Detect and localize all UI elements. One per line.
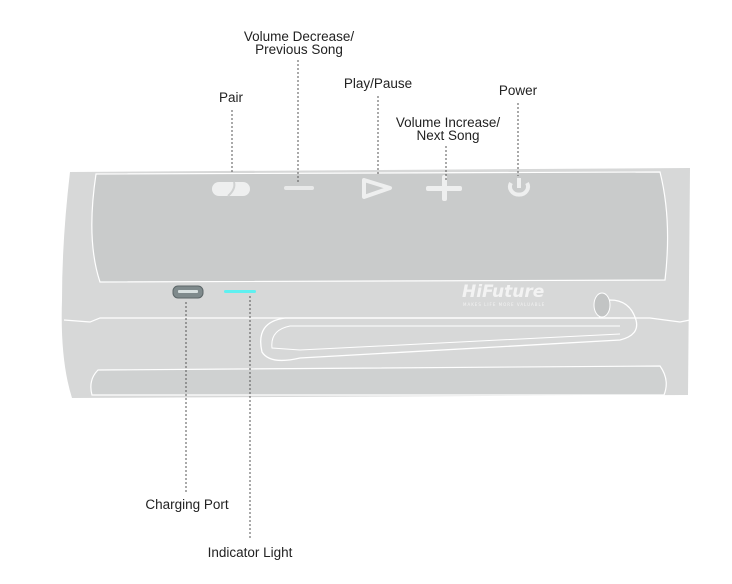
label-line: Volume Decrease/ xyxy=(243,29,355,44)
plus-button-icon[interactable] xyxy=(426,175,462,201)
leader-lines xyxy=(185,60,519,540)
power-button-icon[interactable] xyxy=(508,178,530,197)
label-line: Previous Song xyxy=(255,42,343,57)
bottom-panel xyxy=(90,365,667,396)
label-indicator-light: Indicator Light xyxy=(207,545,293,560)
top-panel xyxy=(91,171,669,283)
label-line: Next Song xyxy=(416,128,480,143)
label-volume-increase: Volume Increase/ Next Song xyxy=(395,115,501,143)
indicator-light xyxy=(224,290,256,293)
pair-button-icon[interactable] xyxy=(212,181,250,197)
label-line: Volume Increase/ xyxy=(395,115,501,130)
hifuture-logo: HiFuture xyxy=(462,282,544,302)
hifuture-tagline: MAKES LIFE MORE VALUABLE xyxy=(463,302,545,307)
minus-button-icon[interactable] xyxy=(284,186,314,190)
label-power: Power xyxy=(498,83,538,98)
label-charging-port: Charging Port xyxy=(145,497,229,512)
label-pair: Pair xyxy=(218,90,244,105)
play-button-icon[interactable] xyxy=(362,178,392,199)
strap-loop xyxy=(593,292,611,318)
label-volume-decrease: Volume Decrease/ Previous Song xyxy=(243,29,355,57)
label-play-pause: Play/Pause xyxy=(343,76,413,91)
